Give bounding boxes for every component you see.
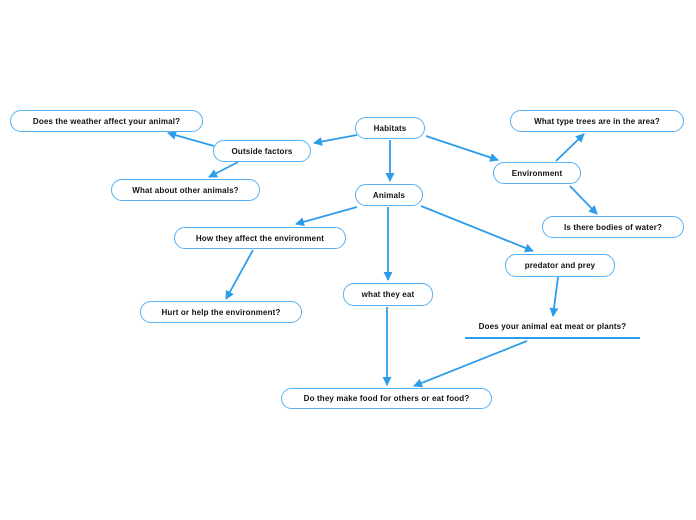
node-animals[interactable]: Animals bbox=[355, 184, 423, 206]
node-habitats-label: Habitats bbox=[373, 123, 407, 133]
node-animals-label: Animals bbox=[372, 190, 406, 200]
node-meat-plants[interactable]: Does your animal eat meat or plants? bbox=[465, 320, 640, 339]
node-environment[interactable]: Environment bbox=[493, 162, 581, 184]
edge-habitats-environment bbox=[425, 135, 499, 162]
edge-meat-plants-make-food bbox=[413, 340, 528, 388]
edge-animals-how-affect bbox=[295, 206, 358, 227]
node-what-they-eat[interactable]: what they eat bbox=[343, 283, 433, 306]
node-what-they-eat-label: what they eat bbox=[361, 290, 415, 299]
node-habitats[interactable]: Habitats bbox=[355, 117, 425, 139]
edge-how-affect-hurt-help bbox=[225, 249, 254, 300]
edge-outside-factors-other-animals bbox=[208, 161, 239, 178]
edge-animals-predator-prey bbox=[420, 205, 534, 253]
node-predator-prey-label: predator and prey bbox=[524, 261, 596, 270]
node-water-label: Is there bodies of water? bbox=[564, 222, 662, 232]
node-environment-label: Environment bbox=[511, 168, 563, 178]
node-weather[interactable]: Does the weather affect your animal? bbox=[10, 110, 203, 132]
node-make-food-label: Do they make food for others or eat food… bbox=[303, 394, 470, 403]
edge-environment-water bbox=[569, 185, 598, 215]
node-hurt-help[interactable]: Hurt or help the environment? bbox=[140, 301, 302, 323]
node-water[interactable]: Is there bodies of water? bbox=[542, 216, 684, 238]
node-weather-label: Does the weather affect your animal? bbox=[32, 116, 181, 126]
node-outside-factors[interactable]: Outside factors bbox=[213, 140, 311, 162]
node-predator-prey[interactable]: predator and prey bbox=[505, 254, 615, 277]
node-how-affect[interactable]: How they affect the environment bbox=[174, 227, 346, 249]
node-outside-factors-label: Outside factors bbox=[231, 146, 293, 156]
edge-habitats-outside-factors bbox=[313, 134, 358, 146]
node-how-affect-label: How they affect the environment bbox=[195, 233, 325, 243]
node-make-food[interactable]: Do they make food for others or eat food… bbox=[281, 388, 492, 409]
node-hurt-help-label: Hurt or help the environment? bbox=[161, 307, 281, 317]
edge-predator-prey-meat-plants bbox=[549, 276, 559, 317]
node-other-animals-label: What about other animals? bbox=[132, 185, 239, 195]
node-meat-plants-label: Does your animal eat meat or plants? bbox=[478, 322, 627, 331]
node-trees[interactable]: What type trees are in the area? bbox=[510, 110, 684, 132]
node-trees-label: What type trees are in the area? bbox=[534, 116, 660, 126]
edge-outside-factors-weather bbox=[167, 130, 215, 147]
edge-environment-trees bbox=[555, 133, 585, 162]
node-other-animals[interactable]: What about other animals? bbox=[111, 179, 260, 201]
